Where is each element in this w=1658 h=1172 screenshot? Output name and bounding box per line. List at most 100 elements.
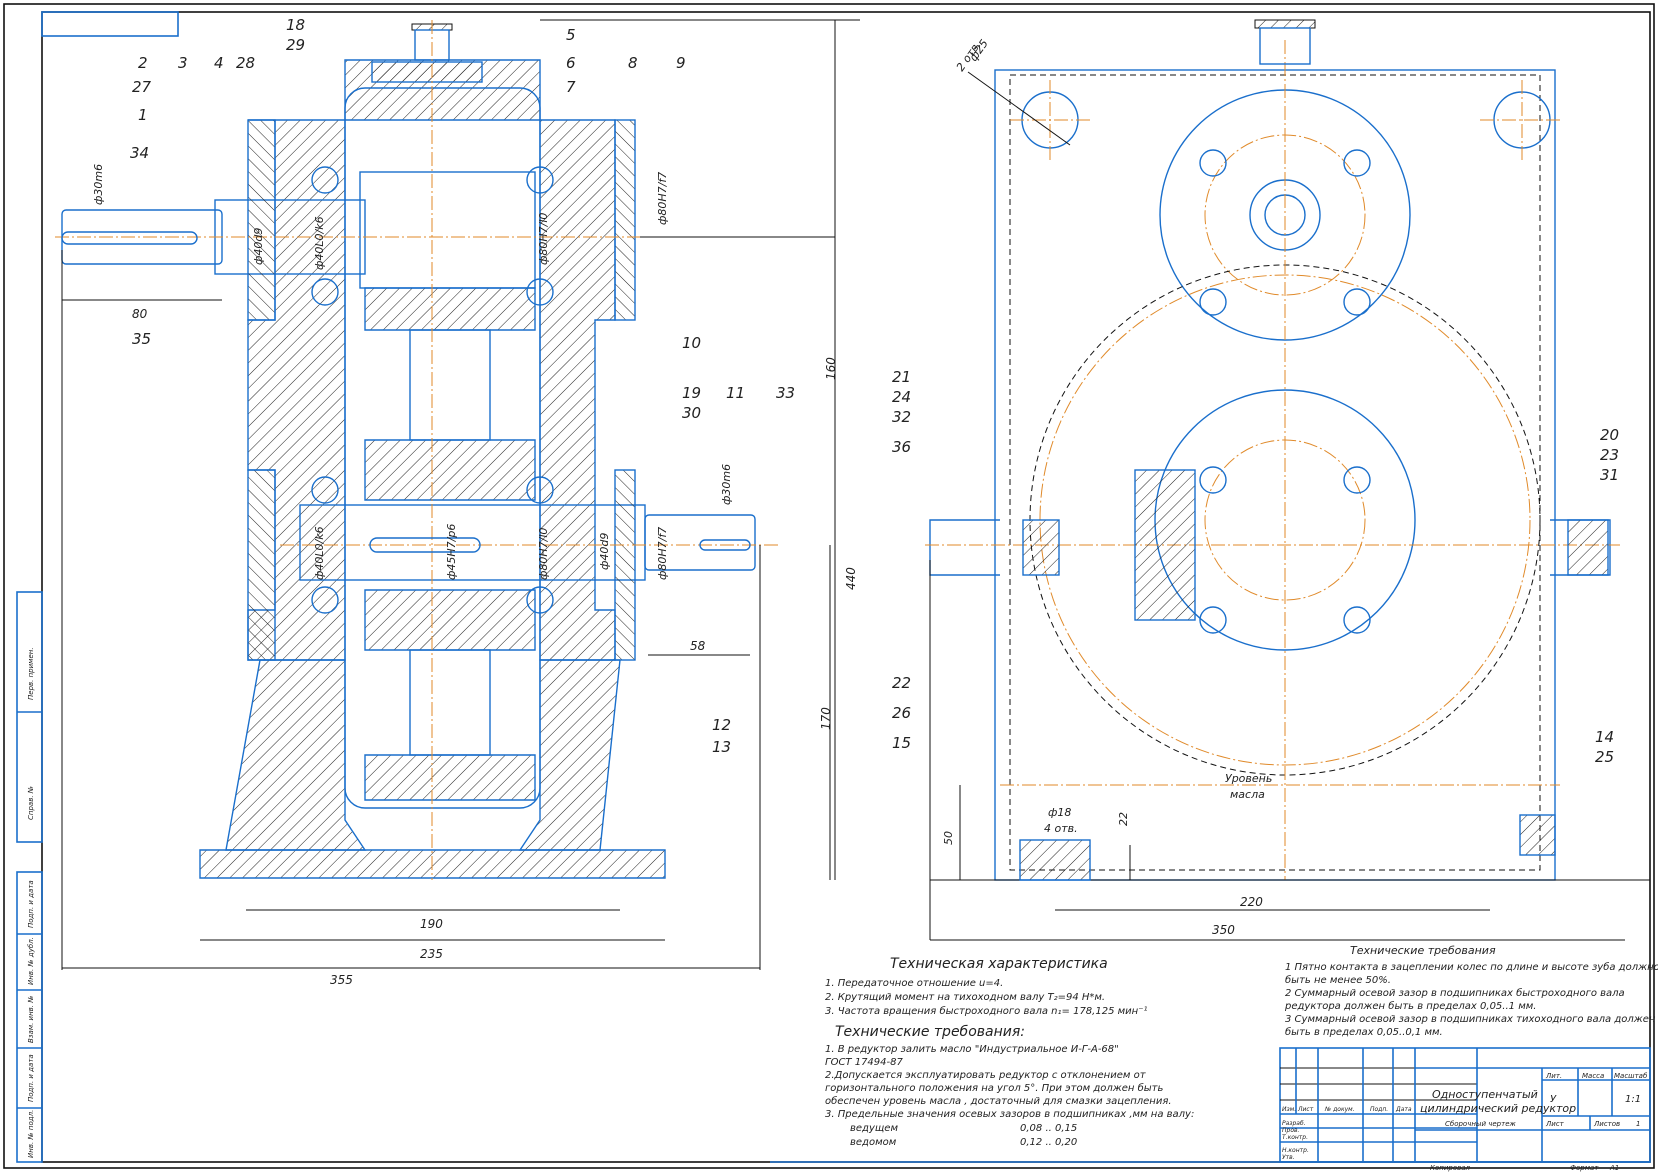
tech-req-right-1: 1 Пятно контакта в зацеплении колес по д… <box>1285 961 1658 973</box>
tb-lit-value: У <box>1550 1094 1557 1105</box>
callout-12: 12 <box>712 716 731 734</box>
callout-8: 8 <box>628 54 638 72</box>
dim-50: 50 <box>942 831 955 845</box>
callout-14: 14 <box>1595 728 1614 746</box>
stamp-podp-2: Подп. и дата <box>27 1054 35 1102</box>
callout-34: 34 <box>130 144 149 162</box>
dim-355: 355 <box>330 973 353 987</box>
outer-frame <box>3 3 1655 1169</box>
callout-3: 3 <box>178 54 188 72</box>
dim-d80H7l0-top: ф80H7/l0 <box>537 213 550 265</box>
callout-6: 6 <box>566 54 576 72</box>
tb-scale-label: Масштаб <box>1614 1072 1648 1080</box>
callout-25: 25 <box>1595 748 1614 766</box>
dim-d45H7p6: ф45H7/p6 <box>445 524 458 580</box>
dim-d30m6-top: ф30m6 <box>92 164 105 205</box>
dim-d30m6-bot: ф30m6 <box>720 464 733 505</box>
tb-format-label: Формат <box>1570 1164 1599 1172</box>
callout-1: 1 <box>138 106 148 124</box>
callout-21: 21 <box>892 368 911 386</box>
dim-d40L0k6-top: ф40L0/k6 <box>313 216 326 270</box>
tb-format-value: A1 <box>1609 1164 1619 1172</box>
tb-sheet-label: Лист <box>1545 1120 1565 1128</box>
dim-80: 80 <box>132 307 148 321</box>
dim-holes4: 4 отв. <box>1044 822 1078 835</box>
dim-d40L0k6-bot: ф40L0/k6 <box>313 526 326 580</box>
tech-char-item-3: 3. Частота вращения быстроходного вала n… <box>825 1005 1147 1017</box>
tech-req-right-5: 3 Суммарный осевой зазор в подшипниках т… <box>1285 1014 1656 1025</box>
dim-d80H7f7-top: ф80H7/f7 <box>656 172 669 225</box>
callout-9: 9 <box>676 54 686 72</box>
left-callouts: 1 2 3 4 5 6 7 8 9 10 11 12 13 18 29 19 3… <box>130 16 795 756</box>
callout-4: 4 <box>214 54 224 72</box>
callout-24: 24 <box>892 388 911 406</box>
callout-7: 7 <box>566 78 576 96</box>
tb-col-sign: Подп. <box>1370 1106 1388 1113</box>
corner-stamp <box>41 11 179 37</box>
stamp-perv-primen: Перв. примен. <box>27 647 35 700</box>
clearance-shaft-2: ведомом <box>850 1137 897 1148</box>
dim-440: 440 <box>844 567 858 590</box>
tech-char-item-1: 1. Передаточное отношение u=4. <box>825 978 1003 989</box>
tb-sheets-label: Листов <box>1593 1120 1620 1128</box>
tb-name-2: цилиндрический редуктор <box>1420 1102 1576 1115</box>
stamp-vzam-inv: Взам. инв. № <box>27 995 35 1043</box>
clearance-value-1: 0,08 .. 0,15 <box>1020 1123 1077 1134</box>
callout-32: 32 <box>892 408 911 426</box>
dim-190: 190 <box>420 917 443 931</box>
callout-35: 35 <box>132 330 151 348</box>
callout-31: 31 <box>1600 466 1619 484</box>
callout-33: 33 <box>776 384 795 402</box>
dim-350: 350 <box>1212 923 1235 937</box>
tech-req-left-4: горизонтального положения на угол 5°. Пр… <box>825 1082 1164 1094</box>
callout-5: 5 <box>566 26 576 44</box>
front-view <box>925 19 1650 881</box>
tb-lit-label: Лит. <box>1545 1072 1562 1080</box>
callout-19: 19 <box>682 384 701 402</box>
callout-11: 11 <box>726 384 745 402</box>
tb-col-doc: № докум. <box>1324 1106 1355 1113</box>
dim-160: 160 <box>824 357 838 380</box>
tb-col-list: Лист <box>1297 1106 1314 1113</box>
stamp-podp-1: Подп. и дата <box>27 880 35 928</box>
right-dimension-lines <box>929 71 1625 941</box>
stamp-inv-podl: Инв. № подл. <box>27 1110 35 1158</box>
dim-d80H7f7-bot: ф80H7/f7 <box>656 527 669 580</box>
dim-22: 22 <box>1117 812 1130 826</box>
callout-18: 18 <box>286 16 305 34</box>
stamp-inv-dubl: Инв. № дубл. <box>27 937 35 985</box>
tb-scale-value: 1:1 <box>1625 1094 1641 1105</box>
callout-27: 27 <box>132 78 152 96</box>
tb-copied: Копировал <box>1430 1164 1471 1172</box>
callout-2: 2 <box>138 54 148 72</box>
callout-20: 20 <box>1600 426 1619 444</box>
callout-13: 13 <box>712 738 731 756</box>
dim-235: 235 <box>420 947 443 961</box>
tech-char-item-2: 2. Крутящий момент на тихоходном валу T₂… <box>825 992 1105 1003</box>
callout-30: 30 <box>682 404 701 422</box>
callout-26: 26 <box>892 704 911 722</box>
tb-col-izm: Изм. <box>1282 1106 1296 1113</box>
tech-req-left-5: обеспечен уровень масла , достаточный дл… <box>825 1095 1172 1107</box>
tb-name-1: Одноступенчатый <box>1432 1088 1538 1101</box>
tech-req-left-2: ГОСТ 17494-87 <box>825 1057 903 1068</box>
side-stamp <box>16 591 43 1163</box>
tb-col-date: Дата <box>1395 1106 1412 1113</box>
tech-req-right-4: редуктора должен быть в пределах 0,05..1… <box>1284 1000 1536 1012</box>
dim-58: 58 <box>690 639 706 653</box>
oil-level-label-2: масла <box>1230 788 1265 801</box>
right-callouts: 21 24 32 36 22 26 15 20 23 31 14 25 <box>892 368 1619 766</box>
callout-29: 29 <box>286 36 305 54</box>
tb-row-razrab: Разраб. <box>1282 1120 1306 1127</box>
tb-mass-label: Масса <box>1582 1072 1604 1080</box>
tech-char-title: Техническая характеристика <box>890 956 1108 972</box>
callout-10: 10 <box>682 334 701 352</box>
tb-row-utv: Утв. <box>1282 1154 1295 1161</box>
tb-row-prov: Пров. <box>1282 1127 1300 1134</box>
dim-d80H7l0-bot: ф80H7/l0 <box>537 528 550 580</box>
tb-row-tkontr: Т.контр. <box>1282 1134 1308 1141</box>
dim-220: 220 <box>1240 895 1263 909</box>
dim-d40d9-top: ф40d9 <box>252 228 265 265</box>
tb-sheets-value: 1 <box>1636 1120 1640 1128</box>
